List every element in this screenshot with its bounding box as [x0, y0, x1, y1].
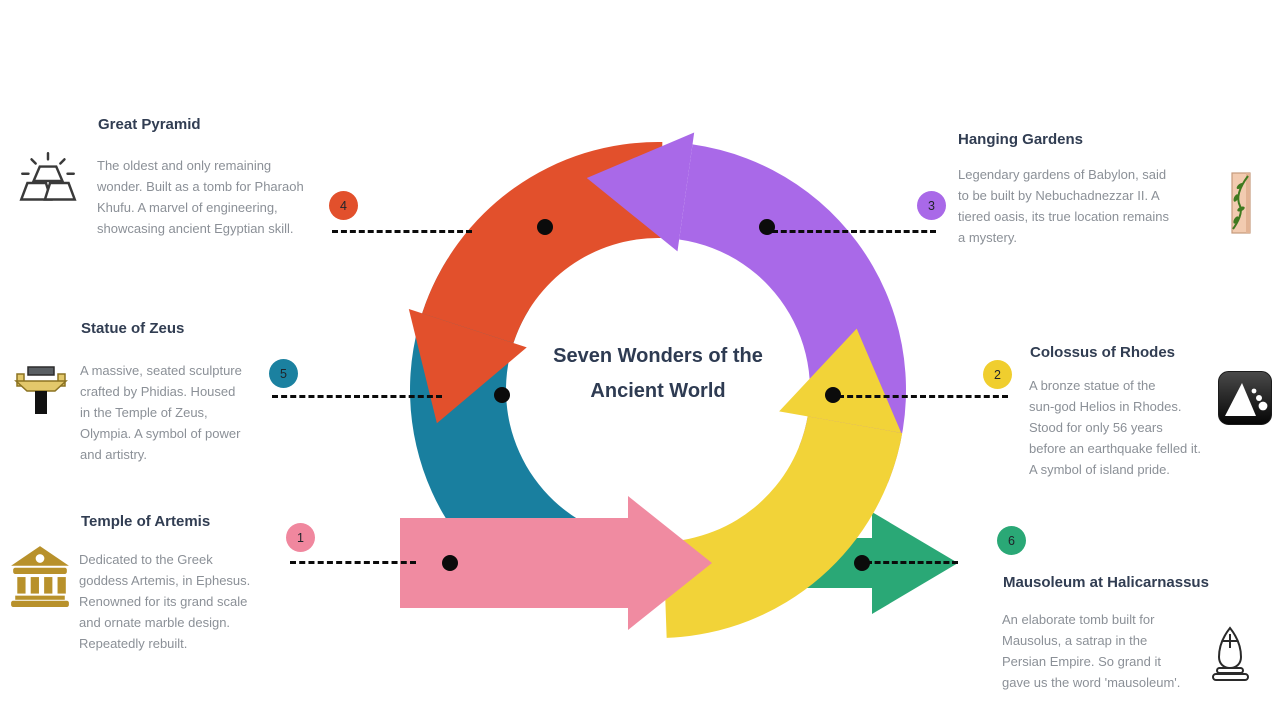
desc-line: Repeatedly rebuilt.	[79, 636, 188, 651]
yellow-arc	[663, 416, 903, 638]
desc-line: in the Temple of Zeus,	[80, 405, 208, 420]
desc-line: and artistry.	[80, 447, 147, 462]
red-arc	[422, 141, 663, 344]
wonder-heading-colossus-of-rhodes: Colossus of Rhodes	[1030, 344, 1176, 361]
wonder-heading-great-pyramid: Great Pyramid	[98, 116, 201, 133]
desc-line: An elaborate tomb built for	[1002, 612, 1155, 627]
wonder-desc-great-pyramid: The oldest and only remaining wonder. Bu…	[97, 155, 304, 239]
connector-line-5	[272, 395, 442, 398]
anchor-dot-4	[537, 219, 553, 235]
greek-temple-icon	[11, 546, 69, 607]
tomb-dome-icon	[1212, 626, 1249, 681]
anchor-dot-3	[759, 219, 775, 235]
desc-line: goddess Artemis, in Ephesus.	[79, 573, 251, 588]
red-arc	[408, 309, 527, 424]
zeus-throne-icon	[14, 366, 68, 414]
wonder-heading-mausoleum: Mausoleum at Halicarnassus	[1003, 574, 1209, 591]
yellow-arc	[779, 328, 902, 433]
desc-line: sun-god Helios in Rhodes.	[1029, 399, 1182, 414]
rockslide-icon	[1218, 371, 1272, 425]
desc-line: Dedicated to the Greek	[79, 552, 213, 567]
anchor-dot-2	[825, 387, 841, 403]
desc-line: Persian Empire. So grand it	[1002, 654, 1161, 669]
step-badge-4: 4	[329, 191, 358, 220]
wonder-heading-temple-of-artemis: Temple of Artemis	[81, 513, 211, 530]
desc-line: The oldest and only remaining	[97, 158, 272, 173]
desc-line: Olympia. A symbol of power	[80, 426, 241, 441]
diagram-title-line1: Seven Wonders of the	[553, 345, 763, 367]
desc-line: crafted by Phidias. Housed	[80, 384, 236, 399]
desc-line: a mystery.	[958, 230, 1017, 245]
desc-line: showcasing ancient Egyptian skill.	[97, 221, 294, 236]
desc-line: to be built by Nebuchadnezzar II. A	[958, 188, 1160, 203]
diagram-title-line2: Ancient World	[590, 380, 726, 402]
connector-line-6	[866, 561, 958, 564]
step-badge-5: 5	[269, 359, 298, 388]
desc-line: and ornate marble design.	[79, 615, 231, 630]
connector-line-1	[290, 561, 416, 564]
desc-line: wonder. Built as a tomb for Pharaoh	[97, 179, 304, 194]
desc-line: A bronze statue of the	[1029, 378, 1156, 393]
connector-line-4	[332, 230, 472, 233]
desc-line: Khufu. A marvel of engineering,	[97, 200, 278, 215]
desc-line: Renowned for its grand scale	[79, 594, 248, 609]
desc-line: Mausolus, a satrap in the	[1002, 633, 1148, 648]
wonder-desc-hanging-gardens: Legendary gardens of Babylon, said to be…	[958, 164, 1169, 248]
step-badge-6: 6	[997, 526, 1026, 555]
desc-line: before an earthquake felled it.	[1029, 441, 1202, 456]
desc-line: Stood for only 56 years	[1029, 420, 1163, 435]
diagram-title: Seven Wonders of the Ancient World	[448, 339, 868, 409]
step-badge-3: 3	[917, 191, 946, 220]
wonder-desc-mausoleum: An elaborate tomb built for Mausolus, a …	[1002, 609, 1180, 693]
wonder-desc-statue-of-zeus: A massive, seated sculpture crafted by P…	[80, 360, 242, 465]
anchor-dot-5	[494, 387, 510, 403]
desc-line: gave us the word 'mausoleum'.	[1002, 675, 1181, 690]
desc-line: A symbol of island pride.	[1029, 462, 1170, 477]
desc-line: tiered oasis, its true location remains	[958, 209, 1169, 224]
desc-line: Legendary gardens of Babylon, said	[958, 167, 1167, 182]
vine-column-icon	[1231, 172, 1251, 234]
wonder-desc-colossus-of-rhodes: A bronze statue of the sun-god Helios in…	[1029, 375, 1201, 480]
desc-line: A massive, seated sculpture	[80, 363, 242, 378]
anchor-dot-6	[854, 555, 870, 571]
anchor-dot-1	[442, 555, 458, 571]
connector-line-3	[772, 230, 936, 233]
purple-arc	[586, 132, 695, 252]
step-badge-1: 1	[286, 523, 315, 552]
wonder-desc-temple-of-artemis: Dedicated to the Greek goddess Artemis, …	[79, 549, 250, 654]
gold-bars-pyramid-icon	[19, 151, 77, 201]
step-badge-2: 2	[983, 360, 1012, 389]
connector-line-2	[838, 395, 1008, 398]
wonder-heading-hanging-gardens: Hanging Gardens	[958, 131, 1084, 148]
pink-arrow	[400, 496, 712, 630]
green-arrow	[718, 512, 958, 614]
wonder-heading-statue-of-zeus: Statue of Zeus	[81, 320, 185, 337]
